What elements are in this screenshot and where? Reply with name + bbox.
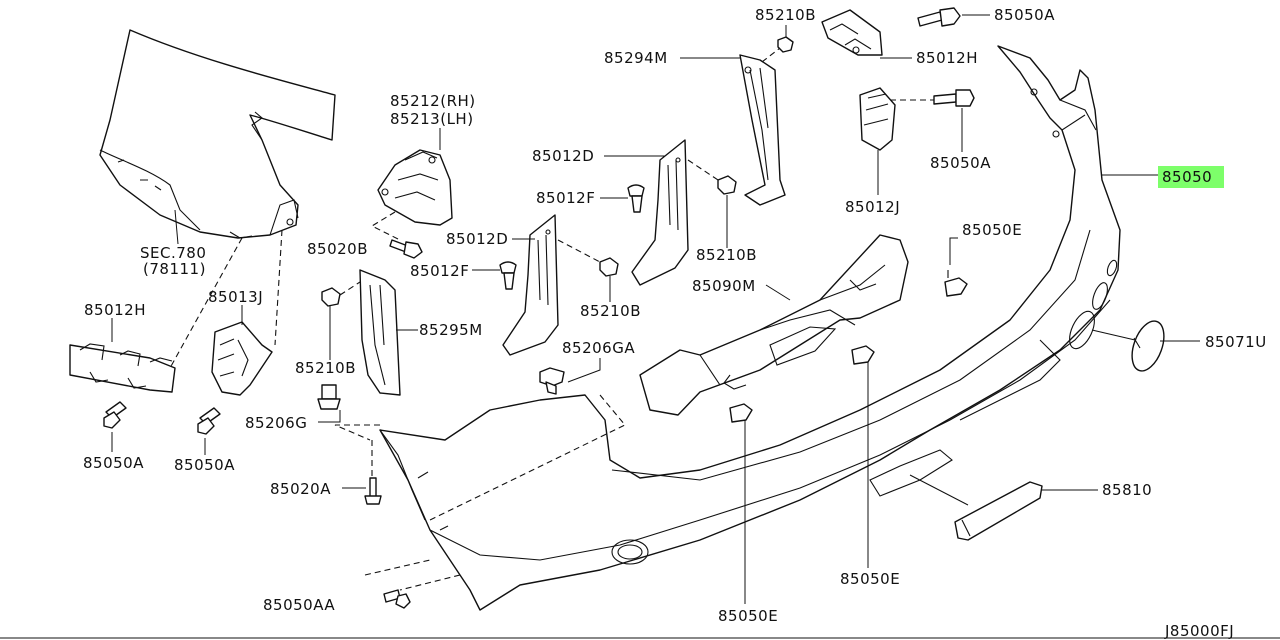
label-85050e-low[interactable]: 85050E [718,607,778,625]
label-85012f-lower[interactable]: 85012F [410,262,469,280]
bolt-85050a-left-1 [103,401,127,429]
label-85012h-top[interactable]: 85012H [916,49,978,67]
label-85050a-left-2[interactable]: 85050A [174,456,235,474]
bracket-85013j [211,321,273,396]
label-85050a-top[interactable]: 85050A [994,6,1055,24]
bracket-85212-85213 [377,149,453,226]
drawing-code: J85000FJ [1164,622,1234,640]
label-85210b-low[interactable]: 85210B [580,302,641,320]
label-85071u[interactable]: 85071U [1205,333,1267,351]
label-85012d-upper[interactable]: 85012D [532,147,594,165]
label-85050e-bottom[interactable]: 85050E [840,570,900,588]
rear-fender [99,29,336,239]
label-85012d-lower[interactable]: 85012D [446,230,508,248]
label-85012j[interactable]: 85012J [845,198,900,216]
label-85013j[interactable]: 85013J [208,288,263,306]
clip-85206ga [539,367,565,395]
clip-85050e-mid [851,345,875,365]
label-85050a-mid[interactable]: 85050A [930,154,991,172]
bracket-85012h-left [69,343,176,393]
label-sec780-sub: (78111) [143,260,206,278]
clip-85012f-upper [627,184,645,213]
clip-85050e-low [729,403,753,423]
label-85050a-left-1[interactable]: 85050A [83,454,144,472]
nut-85210b-left [321,287,341,307]
label-85012f-upper[interactable]: 85012F [536,189,595,207]
label-85295m[interactable]: 85295M [419,321,483,339]
label-85090m[interactable]: 85090M [692,277,756,295]
label-85210b-top[interactable]: 85210B [755,6,816,24]
tow-hook-cap-85071u [1131,320,1165,372]
label-85213-lh[interactable]: 85213(LH) [390,110,474,128]
clip-85012f-lower [499,261,517,290]
stay-85295m [359,269,401,396]
nut-85210b-mid [717,175,737,195]
rear-bumper-85050 [379,45,1121,611]
clip-85206g [317,384,341,410]
label-85206g[interactable]: 85206G [245,414,307,432]
reflector-85810 [954,481,1043,541]
bracket-85012j [859,87,896,151]
bracket-85012h-top [821,9,883,56]
bracket-85012d-upper [631,139,689,286]
part-85050-highlight [1158,166,1224,188]
label-85050aa[interactable]: 85050AA [263,596,335,614]
label-85210b-mid[interactable]: 85210B [696,246,757,264]
bolt-85050a-mid [933,89,975,107]
nut-85210b-top [777,36,794,53]
dash-fender-right [274,229,283,346]
bolt-85020b [389,239,423,259]
bolt-85050aa [383,589,411,609]
sec780-leader [174,209,179,245]
reinforcement-85090m [639,234,909,416]
nut-85210b-low [599,257,619,277]
stay-85294m [739,54,786,206]
label-85210b-left[interactable]: 85210B [295,359,356,377]
clip-85050e-top [944,270,968,297]
bracket-85012d-lower [502,214,559,356]
label-85050e-top[interactable]: 85050E [962,221,1022,239]
label-85012h-left[interactable]: 85012H [84,301,146,319]
bolt-85050a-left-2 [197,407,221,435]
label-85020b[interactable]: 85020B [307,240,368,258]
label-sec780[interactable]: SEC.780 [140,244,206,262]
bolt-85050a-top [917,7,961,27]
label-85212-rh[interactable]: 85212(RH) [390,92,476,110]
label-85050[interactable]: 85050 [1162,168,1212,186]
label-85020a[interactable]: 85020A [270,480,331,498]
label-85206ga[interactable]: 85206GA [562,339,635,357]
label-85294m[interactable]: 85294M [604,49,668,67]
bolt-85020a [364,477,382,505]
label-85810[interactable]: 85810 [1102,481,1152,499]
dash-fender-left [169,237,243,369]
